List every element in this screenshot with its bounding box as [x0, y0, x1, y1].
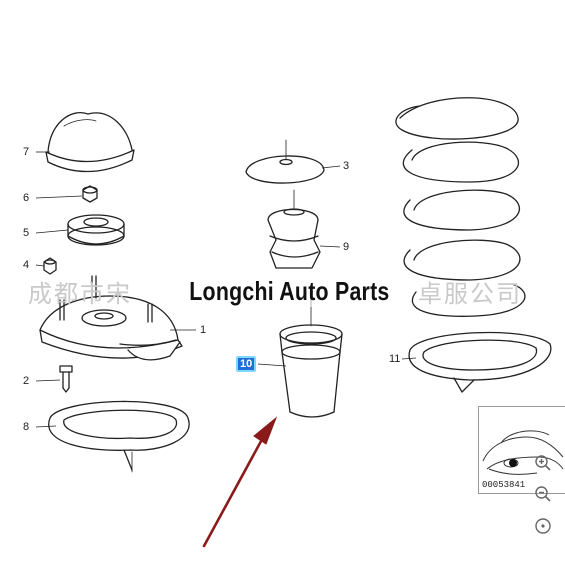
callout-4: 4	[23, 259, 30, 271]
zoom-out-button[interactable]	[532, 483, 554, 505]
callout-5: 5	[23, 227, 30, 239]
callout-1: 1	[200, 324, 207, 336]
callout-11: 11	[389, 353, 401, 365]
part-coil-spring-11	[395, 97, 552, 393]
red-arrow	[202, 416, 278, 548]
part-protective-tube-10	[279, 299, 343, 418]
part-bolt-2	[59, 365, 73, 393]
callout-7: 7	[23, 146, 30, 158]
callout-9: 9	[343, 241, 350, 253]
zoom-in-icon	[535, 455, 551, 471]
watermark: 成都市宋 卓服公司	[0, 272, 565, 312]
callout-3: 3	[343, 160, 350, 172]
part-spring-pad-8	[48, 400, 190, 473]
part-strut-mount-1	[39, 275, 183, 361]
zoom-out-icon	[535, 486, 551, 502]
watermark-right: 卓服公司	[418, 280, 522, 308]
diagram-code: 00053841	[481, 480, 527, 490]
part-spring-seat-3	[245, 139, 325, 184]
zoom-in-button[interactable]	[532, 452, 554, 474]
callout-2: 2	[23, 375, 30, 387]
part-bearing-5	[67, 214, 125, 246]
car-thumbnail-icon	[482, 430, 564, 475]
vehicle-location-thumbnail[interactable]	[478, 406, 565, 494]
part-bump-stop-9	[267, 189, 321, 269]
leader-lines	[35, 151, 417, 428]
watermark-left: 成都市宋	[28, 280, 132, 308]
overlay-title: Longchi Auto Parts	[186, 276, 393, 307]
callout-6: 6	[23, 192, 30, 204]
reset-view-button[interactable]	[532, 515, 554, 537]
part-dust-cap-7	[45, 112, 135, 173]
part-nut-6	[82, 185, 98, 203]
reset-view-icon	[535, 518, 551, 534]
callout-10-highlighted: 10	[236, 356, 257, 372]
callout-8: 8	[23, 421, 30, 433]
part-nut-4	[43, 257, 57, 275]
